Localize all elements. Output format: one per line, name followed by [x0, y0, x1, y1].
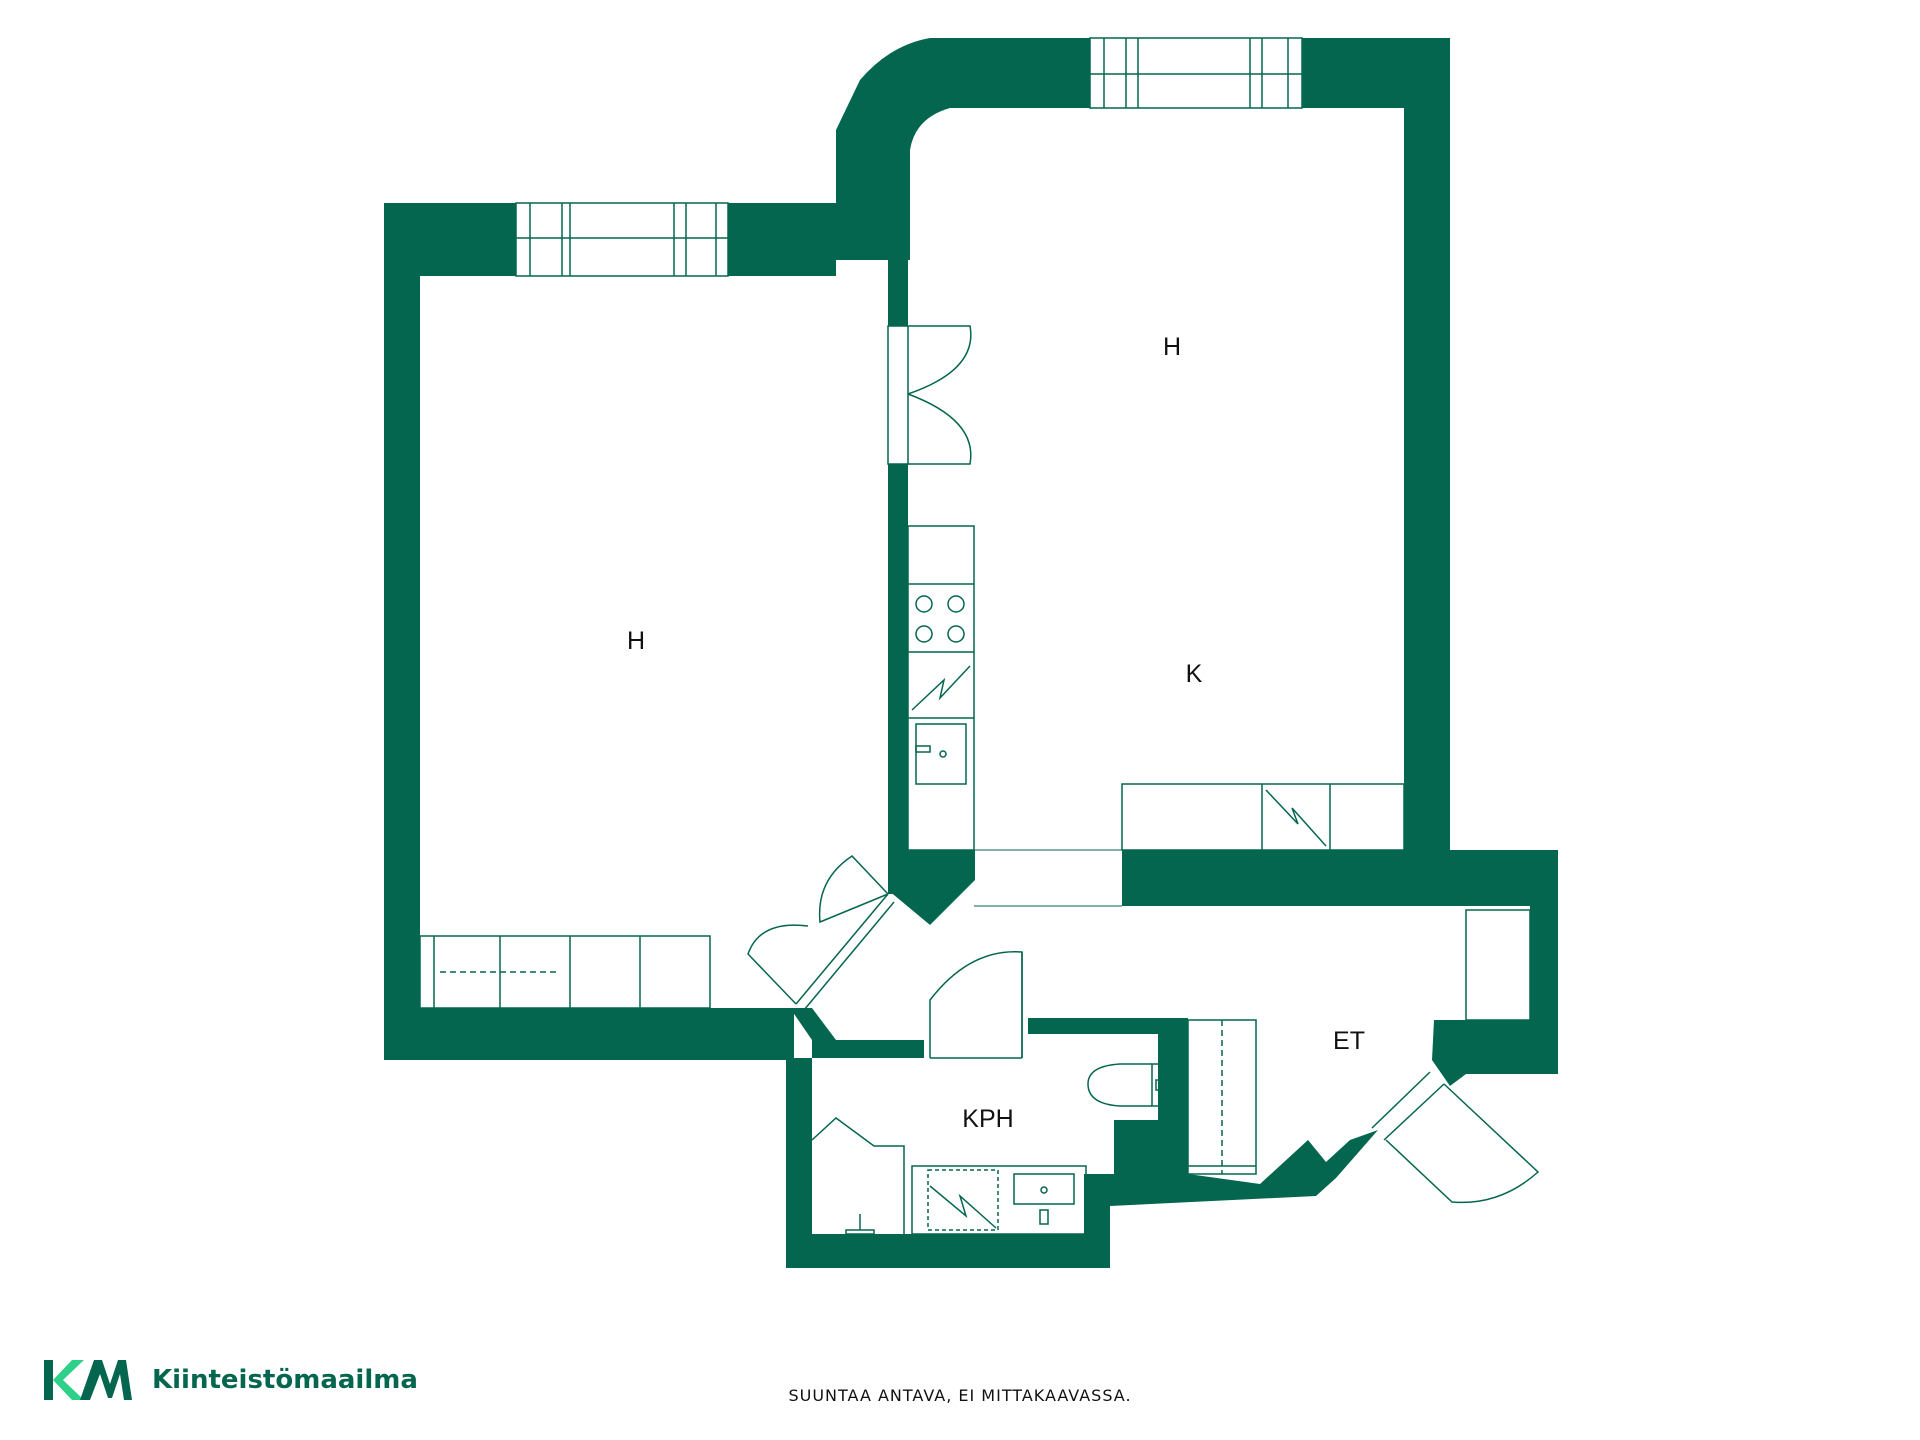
- bathroom-door: [929, 950, 1023, 1059]
- wall-bath-top: [1028, 1018, 1178, 1034]
- wall-bath-divider: [1158, 1018, 1188, 1198]
- wall-bath-right: [1084, 1174, 1110, 1268]
- bedroom-door-pair: [747, 855, 895, 1011]
- km-logo-icon: [44, 1360, 132, 1400]
- wall-entrance-right: [1530, 850, 1558, 1074]
- wall-entrance-corner: [1432, 1020, 1530, 1086]
- room-label-entrance: ET: [1333, 1027, 1365, 1055]
- room-label-left-bedroom: H: [627, 627, 645, 655]
- wall-bath-bottom: [786, 1234, 1110, 1268]
- toilet: [1087, 1063, 1171, 1107]
- left-wardrobe: [419, 935, 711, 1009]
- disclaimer: SUUNTAA ANTAVA, EI MITTAKAAVASSA.: [788, 1386, 1132, 1405]
- wall-right-outer: [1404, 38, 1450, 858]
- wall-left-top-b: [728, 203, 836, 276]
- entrance-closet: [1465, 909, 1531, 1021]
- bath-storage: [811, 1117, 905, 1235]
- brand: Kiinteistömaailma: [44, 1358, 418, 1402]
- wall-partition: [888, 260, 908, 326]
- wall-entrance-bottom: [1110, 1130, 1378, 1206]
- walls: [384, 38, 1558, 1268]
- wall-left-bottom-corner: [790, 1008, 836, 1040]
- room-labels: H H K KPH ET: [627, 333, 1365, 1133]
- wall-partition-foot: [888, 850, 975, 925]
- brand-name: Kiinteistömaailma: [152, 1365, 418, 1395]
- wall-right-top-corner: [836, 38, 1090, 260]
- right-counter: [1121, 783, 1405, 851]
- wall-kitchen-bottom: [1122, 850, 1558, 906]
- room-label-right-bedroom: H: [1163, 333, 1181, 361]
- wall-left-bottom: [384, 1008, 794, 1060]
- shower-sink: [911, 1165, 1087, 1235]
- front-door: [1371, 1071, 1540, 1204]
- wall-bath-left: [786, 1058, 812, 1268]
- double-door: [887, 325, 972, 465]
- room-label-kitchen: K: [1186, 660, 1203, 688]
- window-right: [1089, 37, 1303, 109]
- entrance-wardrobe: [1187, 1019, 1257, 1175]
- window-left: [515, 202, 729, 277]
- fixtures: [419, 37, 1540, 1235]
- kitchen-counter: [907, 525, 975, 851]
- wall-partition-lower: [888, 464, 908, 894]
- wall-bath-top-left: [812, 1040, 924, 1058]
- wall-left-outer: [384, 203, 420, 1060]
- room-label-bathroom: KPH: [962, 1105, 1013, 1133]
